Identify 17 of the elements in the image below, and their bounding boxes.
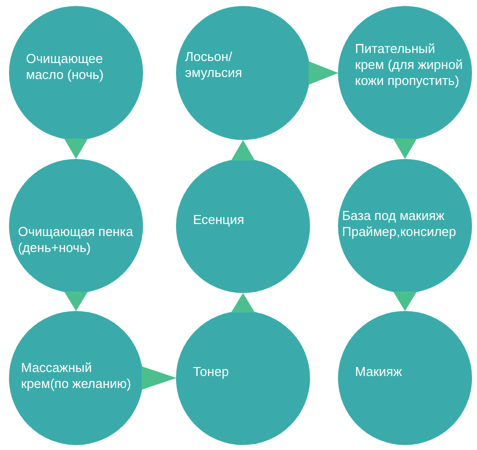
step-label: Массажный крем(по желанию)	[21, 360, 132, 392]
arrow	[64, 138, 88, 159]
step-label: Питательный крем (для жирной кожи пропустить)	[355, 41, 463, 89]
step-label: Очищающая пенка (день+ночь)	[18, 224, 134, 256]
step-label: Лосьон/ эмульсия	[185, 49, 244, 81]
arrow	[231, 140, 255, 160]
step-label: Есенция	[193, 212, 246, 228]
arrow	[393, 292, 417, 311]
arrow	[64, 292, 88, 311]
step-label: Очищающее масло (ночь)	[26, 51, 105, 83]
arrow	[231, 293, 255, 312]
arrow	[393, 138, 417, 159]
step-label: Макияж	[355, 364, 403, 380]
step-label: Тонер	[193, 364, 230, 380]
arrow	[142, 366, 177, 390]
step-label: База под макияж Праймер,консилер	[342, 208, 458, 240]
arrow	[308, 61, 338, 85]
